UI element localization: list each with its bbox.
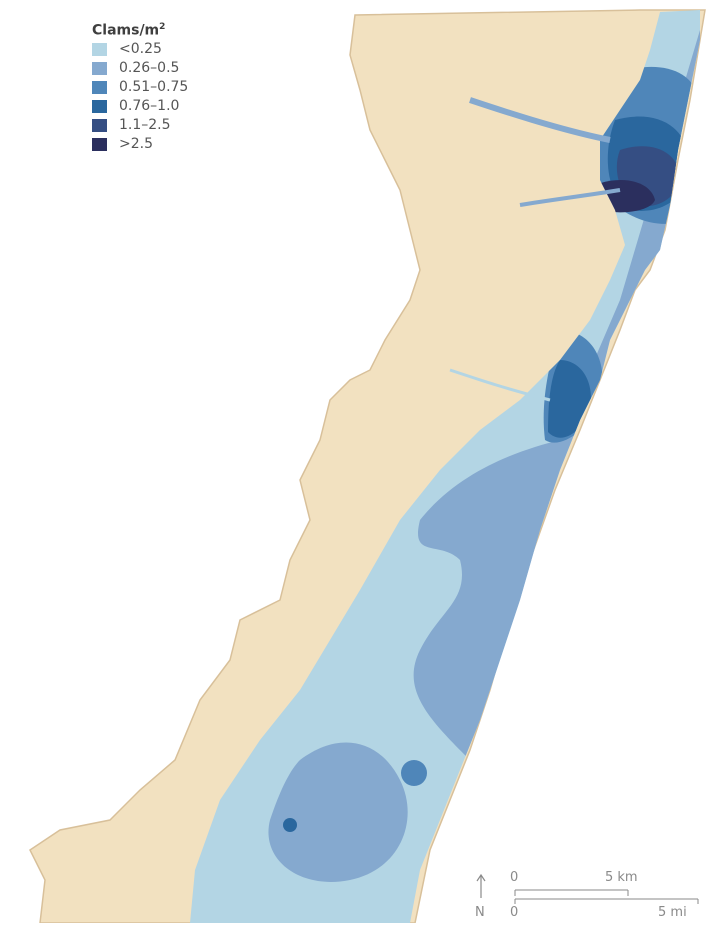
legend-label: 0.26–0.5	[119, 60, 180, 77]
spot-0-76-1-0	[283, 818, 297, 832]
legend-item: >2.5	[92, 135, 188, 154]
legend-label: 1.1–2.5	[119, 117, 171, 134]
tributary-north-2	[519, 188, 621, 207]
legend-label: >2.5	[119, 136, 153, 153]
legend-label: <0.25	[119, 41, 162, 58]
tributary-mid	[449, 368, 551, 402]
tributary-north	[469, 97, 611, 143]
legend-item: 0.26–0.5	[92, 59, 188, 78]
north-arrow-head	[476, 873, 486, 882]
land-area	[29, 9, 706, 924]
legend-item: <0.25	[92, 40, 188, 59]
north-label: N	[475, 905, 485, 920]
legend-label: 0.51–0.75	[119, 79, 189, 96]
legend: Clams/m2 <0.25 0.26–0.5 0.51–0.75 0.76–1.0 1…	[92, 22, 188, 154]
km-start-label: 0	[510, 870, 519, 885]
legend-swatch	[92, 118, 107, 132]
legend-title: Clams/m2	[92, 22, 166, 39]
legend-swatch	[92, 99, 107, 113]
km-end-label: 5 km	[605, 870, 638, 885]
legend-swatch	[92, 61, 107, 75]
mi-end-label: 5 mi	[658, 905, 687, 920]
legend-item: 0.51–0.75	[92, 78, 188, 97]
legend-swatch	[92, 80, 107, 94]
zone-0-26-0-5-south	[268, 742, 408, 882]
mi-start-label: 0	[510, 905, 519, 920]
zone-0-76-1-0-mid	[548, 360, 591, 438]
legend-label: 0.76–1.0	[119, 98, 180, 115]
scale-bar: N 0 5 km 0 5 mi	[472, 868, 702, 923]
scale-graphic	[476, 873, 699, 904]
legend-items: <0.25 0.26–0.5 0.51–0.75 0.76–1.0 1.1–2.5 >2.…	[92, 40, 188, 154]
legend-item: 0.76–1.0	[92, 97, 188, 116]
legend-item: 1.1–2.5	[92, 116, 188, 135]
legend-swatch	[92, 42, 107, 56]
legend-swatch	[92, 137, 107, 151]
spot-0-51-0-75	[401, 760, 427, 786]
